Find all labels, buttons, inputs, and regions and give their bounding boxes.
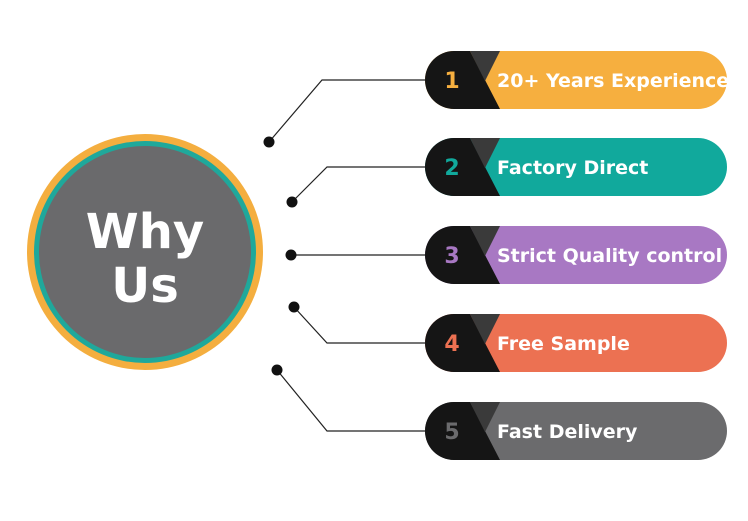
connector-dot — [271, 364, 283, 376]
reason-label: Fast Delivery — [497, 421, 638, 443]
reason-pill-body — [425, 402, 727, 460]
connector-line — [291, 166, 425, 203]
connector-dot — [286, 196, 298, 208]
reason-pill-body — [425, 314, 727, 372]
reason-item: 2 Factory Direct — [425, 138, 727, 196]
reason-badge-notch — [470, 51, 500, 81]
reason-number-badge — [425, 226, 500, 284]
reason-number: 3 — [444, 244, 459, 269]
center-circle: Why Us — [27, 134, 263, 370]
reason-item: 5 Fast Delivery — [425, 402, 727, 460]
reason-label: Factory Direct — [497, 157, 648, 179]
reason-pill-body — [425, 226, 727, 284]
connector-dot — [285, 249, 297, 261]
reason-number-badge — [425, 51, 500, 109]
connector-lines — [263, 79, 425, 432]
reason-pill-body — [425, 138, 727, 196]
connector-dot — [288, 301, 300, 313]
center-title-line1: Why — [86, 204, 204, 260]
reason-label: 20+ Years Experience — [497, 70, 729, 92]
connector-line — [293, 306, 425, 344]
reason-item: 4 Free Sample — [425, 314, 727, 372]
connector-line — [268, 79, 425, 143]
reason-item: 1 20+ Years Experience — [425, 51, 729, 109]
reason-number: 2 — [444, 156, 459, 181]
reason-badge-notch — [470, 138, 500, 168]
reason-number: 4 — [444, 332, 459, 357]
reason-number-badge — [425, 402, 500, 460]
connector-dot — [263, 136, 275, 148]
reason-label: Strict Quality control — [497, 245, 722, 267]
reason-item: 3 Strict Quality control — [425, 226, 727, 284]
reason-number-badge — [425, 314, 500, 372]
reason-number: 5 — [444, 420, 459, 445]
center-fill — [39, 146, 251, 358]
reason-badge-notch — [470, 314, 500, 344]
reason-number: 1 — [444, 69, 459, 94]
reason-pill-body — [425, 51, 727, 109]
reason-number-badge — [425, 138, 500, 196]
connector-line — [276, 369, 425, 432]
reason-label: Free Sample — [497, 333, 630, 355]
reason-list: 1 20+ Years Experience 2 Factory Direct 3 Str… — [425, 51, 729, 460]
reason-badge-notch — [470, 226, 500, 256]
center-title-line2: Us — [111, 258, 179, 314]
reason-badge-notch — [470, 402, 500, 432]
